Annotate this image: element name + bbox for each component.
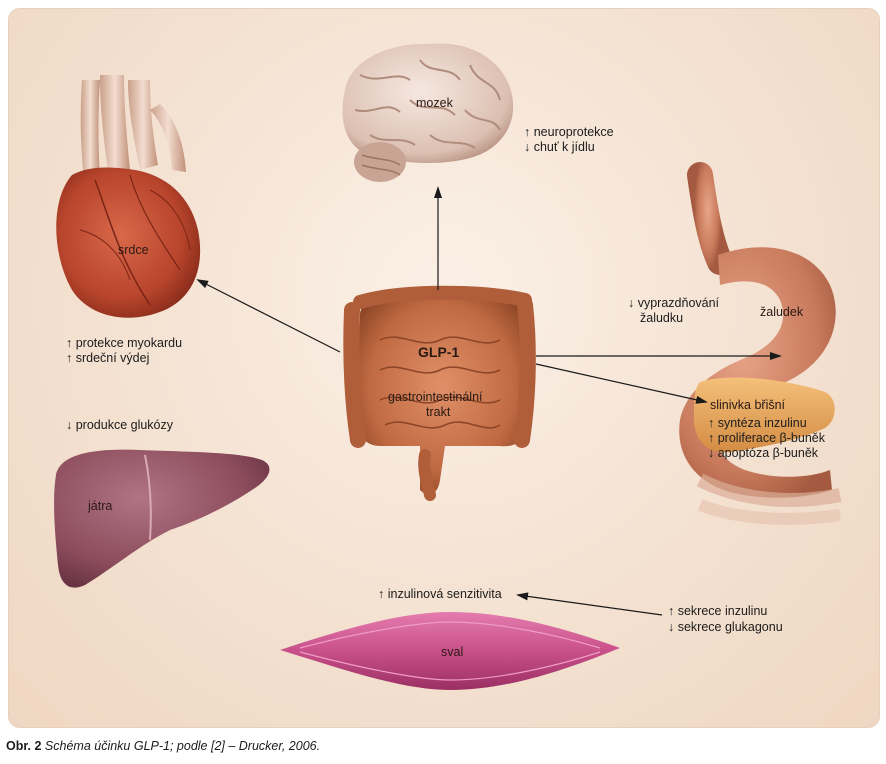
pancreas-effect-3: ↓ apoptóza β-buněk [708,446,819,460]
caption-text: Schéma účinku GLP-1; podle [2] – Drucker… [44,739,321,753]
brain-effect-2: ↓ chuť k jídlu [524,140,595,154]
gut-illustration [343,285,536,501]
pancreas-label: slinivka břišní [710,398,786,412]
heart-illustration [56,75,201,318]
muscle-effect-1: ↑ inzulinová senzitivita [378,587,502,601]
heart-label: srdce [118,243,149,257]
liver-illustration [54,449,270,588]
brain-label: mozek [416,96,453,110]
arrow-gut-to-heart [196,279,341,353]
arrow-gut-to-pancreas [535,363,708,404]
stomach-effect-2: žaludku [640,311,684,325]
pancreas-illustration [694,377,835,453]
figure-caption: Obr. 2 Schéma účinku GLP-1; podle [2] – … [6,739,320,753]
gut-label-1: gastrointestinální [388,390,483,404]
caption-prefix: Obr. 2 [6,739,42,753]
muscle-illustration [280,612,620,690]
heart-effect-1: ↑ protekce myokardu [66,336,183,350]
brain-effect-1: ↑ neuroprotekce [524,125,614,139]
islet-effect-1: ↑ sekrece inzulinu [668,604,768,618]
muscle-label: sval [441,645,464,659]
gut-label-2: trakt [426,405,451,419]
stomach-label: žaludek [760,305,804,319]
heart-effect-2: ↑ srdeční výdej [66,351,150,365]
gut-title: GLP-1 [418,344,460,360]
arrow-islet-to-muscle [516,592,663,616]
pancreas-effect-2: ↑ proliferace β-buněk [708,431,825,445]
islet-effect-2: ↓ sekrece glukagonu [668,620,783,634]
pancreas-effect-1: ↑ syntéza inzulinu [708,416,807,430]
liver-label: játra [88,499,113,513]
stomach-illustration [679,162,842,525]
stomach-effect-1: ↓ vyprazdňování [628,296,720,310]
brain-illustration [342,43,514,182]
liver-effect-1: ↓ produkce glukózy [66,418,174,432]
